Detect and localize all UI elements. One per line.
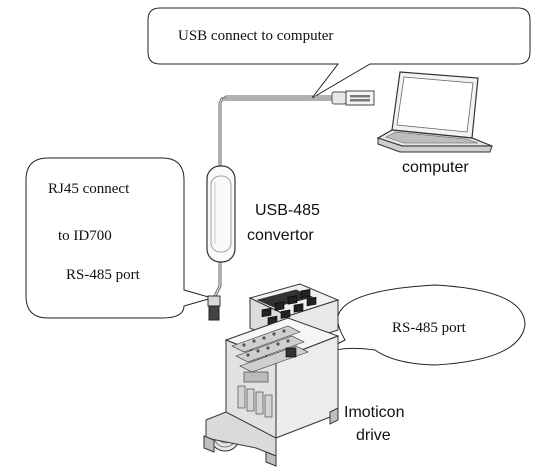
rs485-callout-text: RS-485 port (392, 320, 467, 336)
drive-rs485-port (285, 347, 297, 358)
usb-callout-text: USB connect to computer (178, 28, 333, 44)
terminal-screws (242, 329, 290, 357)
power-terminals (237, 385, 273, 418)
usb-plug (331, 91, 347, 105)
drive-label-line2: drive (356, 427, 391, 444)
drive-icon (203, 283, 340, 467)
drive-label-line1: Imoticon (344, 404, 404, 421)
rj45-callout-line3: RS-485 port (66, 267, 141, 283)
rj45-callout: RJ45 connect to ID700 RS-485 port (25, 157, 214, 319)
laptop-icon (376, 71, 493, 153)
rj45-callout-line2: to ID700 (58, 228, 112, 244)
rj45-plug-tip (208, 305, 220, 321)
computer-label: computer (402, 159, 469, 176)
usb-485-converter (206, 165, 236, 263)
rj45-plug (207, 295, 221, 307)
usb-plug-head (345, 90, 375, 106)
usb-cable (207, 90, 375, 321)
converter-label-line2: convertor (247, 227, 314, 244)
usb-callout: USB connect to computer (147, 7, 531, 99)
rj45-callout-line1: RJ45 connect (48, 181, 130, 197)
converter-label-line1: USB-485 (255, 202, 320, 219)
